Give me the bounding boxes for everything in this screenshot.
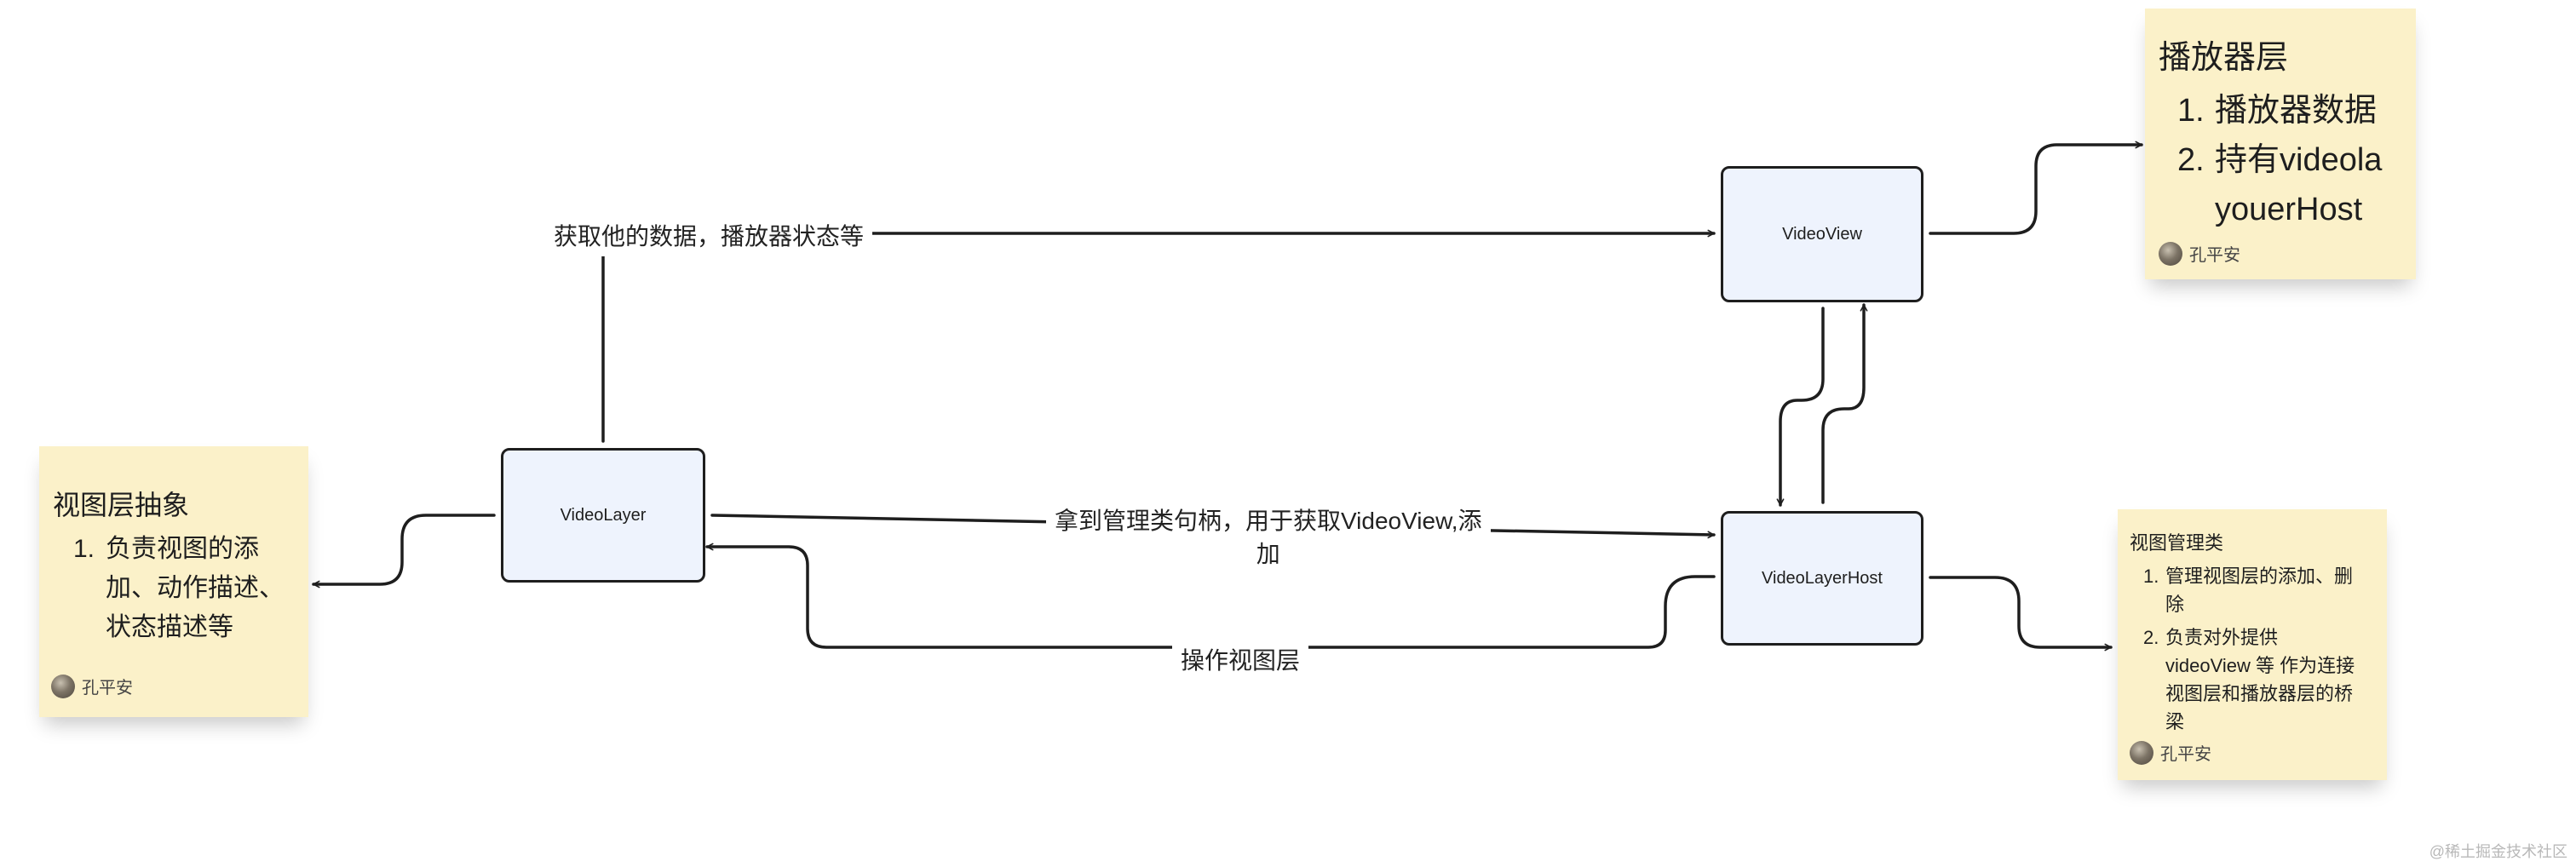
note-item: 2. 持有videola youerHost <box>2177 135 2402 234</box>
sticky-note-view-layer[interactable]: 视图层抽象 1. 负责视图的添 加、动作描述、 状态描述等 孔平安 <box>39 446 308 717</box>
note-item-number: 1. <box>73 535 95 563</box>
edge-label-get-handle-line2: 加 <box>1256 541 1280 568</box>
edge-label-get-handle-line1: 拿到管理类句柄，用于获取VideoView,添 <box>1055 508 1482 534</box>
arrow-videolayer-to-videoview <box>601 229 1716 443</box>
author-name: 孔平安 <box>2189 246 2240 265</box>
node-videolayerhost[interactable]: VideoLayerHost <box>1721 511 1923 646</box>
arrow-videoview-to-host <box>1776 307 1825 507</box>
edge-label-get-handle: 拿到管理类句柄，用于获取VideoView,添 加 <box>1046 501 1491 575</box>
note-item-line: 管理视图层的添加、删 <box>2165 566 2354 587</box>
node-videolayer[interactable]: VideoLayer <box>501 448 705 583</box>
note-item: 1. 管理视图层的添加、删 除 <box>2143 562 2375 618</box>
edge-label-operate-view: 操作视图层 <box>1172 640 1309 681</box>
note-item-line: 梁 <box>2165 711 2185 732</box>
note-title: 视图层抽象 <box>53 490 190 520</box>
note-item-line: 状态描述等 <box>106 613 233 641</box>
note-item-line: 持有videola <box>2215 142 2383 178</box>
note-item: 1. 播放器数据 <box>2177 86 2402 135</box>
note-author: 孔平安 <box>2130 740 2211 765</box>
note-title: 播放器层 <box>2159 40 2289 76</box>
node-videoview-label: VideoView <box>1782 224 1862 244</box>
avatar <box>2130 740 2153 765</box>
note-item-line: 除 <box>2165 594 2185 615</box>
sticky-note-view-manager[interactable]: 视图管理类 1. 管理视图层的添加、删 除 2. 负责对外提供 videoVie… <box>2118 509 2387 780</box>
note-item-line: 负责对外提供 <box>2165 627 2279 648</box>
note-item-line: youerHost <box>2215 192 2363 227</box>
author-name: 孔平安 <box>2160 745 2211 764</box>
note-item-number: 1. <box>2177 93 2205 129</box>
note-title: 视图管理类 <box>2130 532 2224 554</box>
node-videoview[interactable]: VideoView <box>1721 166 1923 302</box>
arrow-host-to-videoview <box>1821 303 1868 504</box>
note-item-line: 负责视图的添 <box>106 535 259 563</box>
edge-label-get-data: 获取他的数据，播放器状态等 <box>545 216 873 257</box>
note-item: 2. 负责对外提供 videoView 等 作为连接 视图层和播放器层的桥 梁 <box>2143 623 2375 736</box>
note-item: 1. 负责视图的添 加、动作描述、 状态描述等 <box>73 530 296 647</box>
note-item-line: 加、动作描述、 <box>106 574 285 602</box>
arrow-videoview-to-player-note <box>1929 141 2143 235</box>
avatar <box>51 674 75 698</box>
note-item-line: 播放器数据 <box>2215 93 2378 129</box>
note-item-line: videoView 等 作为连接 <box>2165 655 2355 676</box>
note-author: 孔平安 <box>2159 241 2240 266</box>
author-name: 孔平安 <box>82 679 133 698</box>
note-item-number: 2. <box>2143 627 2159 648</box>
note-item-line: 视图层和播放器层的桥 <box>2165 683 2354 704</box>
arrow-host-to-manager-note <box>1929 576 2113 652</box>
watermark: @稀土掘金技术社区 <box>2429 843 2567 860</box>
note-author: 孔平安 <box>51 674 133 698</box>
node-videolayer-label: VideoLayer <box>560 505 647 525</box>
node-videolayerhost-label: VideoLayerHost <box>1762 568 1883 588</box>
note-item-number: 1. <box>2143 566 2159 587</box>
sticky-note-player-layer[interactable]: 播放器层 1. 播放器数据 2. 持有videola youerHost 孔平安 <box>2145 9 2416 279</box>
note-item-number: 2. <box>2177 142 2205 178</box>
avatar <box>2159 241 2182 266</box>
arrow-videolayer-to-view-note <box>312 514 496 589</box>
